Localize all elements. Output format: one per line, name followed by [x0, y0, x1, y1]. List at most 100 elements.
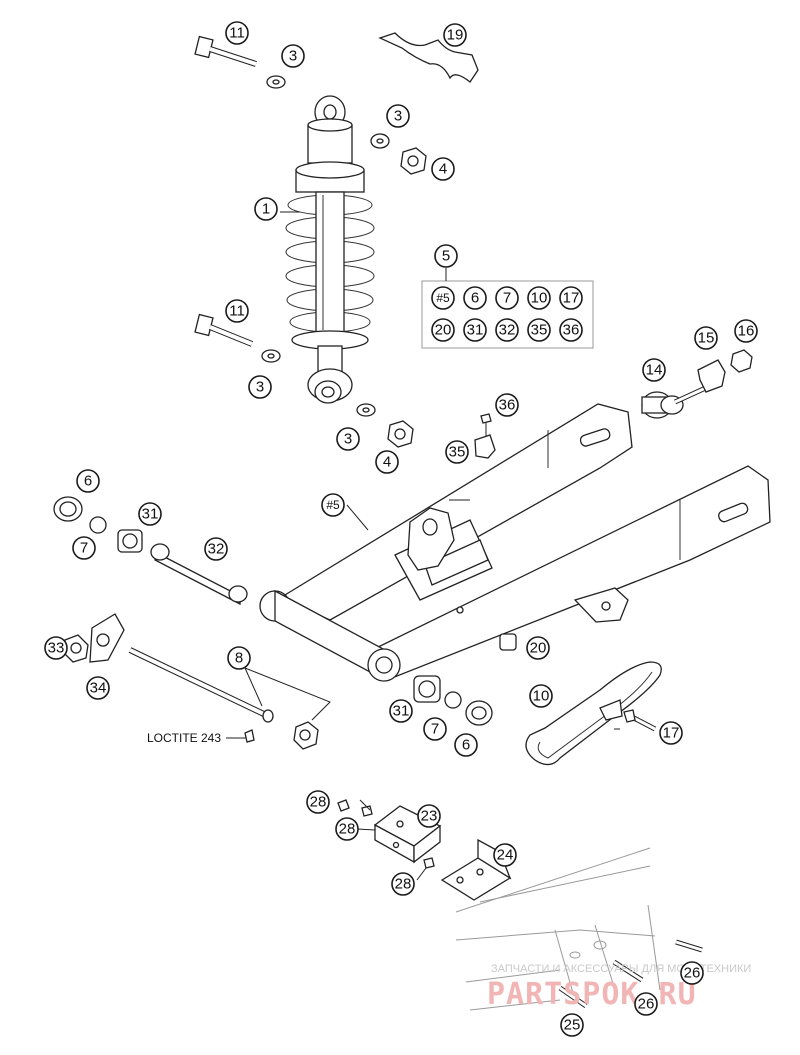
- callout-31: 31: [138, 502, 162, 526]
- ring-7: [444, 691, 462, 709]
- kit-callout-6: 6: [463, 286, 487, 310]
- callout-14: 14: [642, 358, 666, 382]
- nut-28: [337, 799, 350, 812]
- svg-text:17: 17: [663, 725, 680, 742]
- svg-text:14: 14: [646, 362, 663, 379]
- callout-24: 24: [493, 843, 517, 867]
- nut-16: [730, 349, 753, 373]
- svg-text:10: 10: [533, 688, 550, 705]
- svg-text:3: 3: [394, 108, 402, 125]
- svg-text:17: 17: [563, 290, 580, 307]
- kit-callout-20: 20: [431, 318, 455, 342]
- svg-text:36: 36: [563, 322, 580, 339]
- svg-text:36: 36: [499, 397, 516, 414]
- clip-15: [697, 359, 726, 393]
- callout-3: 3: [386, 104, 410, 128]
- bolt-11-upper: [194, 35, 257, 67]
- svg-text:11: 11: [229, 25, 245, 42]
- spacer-20: [499, 633, 517, 651]
- svg-text:34: 34: [90, 680, 107, 697]
- callout-15: 15: [694, 326, 718, 350]
- callout-10: 10: [529, 684, 553, 708]
- callout-1: 1: [254, 197, 278, 221]
- svg-text:32: 32: [208, 541, 225, 558]
- svg-text:6: 6: [471, 290, 479, 307]
- callout-23: 23: [417, 804, 441, 828]
- callout-5: 5: [434, 244, 458, 268]
- svg-text:1: 1: [262, 201, 270, 218]
- svg-text:26: 26: [684, 965, 701, 982]
- loctite-note: LOCTITE 243: [147, 731, 246, 745]
- callout-19: 19: [443, 23, 467, 47]
- nut-28: [423, 857, 435, 869]
- svg-text:23: 23: [421, 808, 438, 825]
- kit-callout-10: 10: [527, 286, 551, 310]
- callout-35: 35: [445, 440, 469, 464]
- guide-block-23: [373, 805, 442, 864]
- kit-callout-36: 36: [559, 318, 583, 342]
- axle-8: [128, 647, 331, 750]
- callout-3: 3: [336, 427, 360, 451]
- svg-text:3: 3: [344, 431, 352, 448]
- svg-text:15: 15: [698, 330, 715, 347]
- kit-callout-32: 32: [495, 318, 519, 342]
- bolt-11-lower: [194, 313, 254, 347]
- callout-hash5: #5: [321, 493, 345, 517]
- callout-7: 7: [72, 536, 96, 560]
- callout-28: 28: [335, 817, 359, 841]
- kit-callout-7: 7: [495, 286, 519, 310]
- svg-text:7: 7: [80, 540, 88, 557]
- svg-text:26: 26: [638, 996, 655, 1013]
- callout-31: 31: [389, 699, 413, 723]
- pad-14: [641, 383, 712, 419]
- chain-slider-10: [525, 661, 662, 766]
- callout-28: 28: [306, 790, 330, 814]
- callout-26: 26: [634, 992, 658, 1016]
- svg-text:7: 7: [503, 290, 511, 307]
- callout-8: 8: [227, 646, 251, 670]
- callout-11: 11: [225, 21, 249, 45]
- svg-text:31: 31: [142, 506, 159, 523]
- callout-16: 16: [734, 319, 758, 343]
- kit-callout-31: 31: [463, 318, 487, 342]
- svg-text:#5: #5: [436, 291, 450, 305]
- svg-text:25: 25: [564, 1017, 581, 1034]
- sleeve-32: [150, 543, 248, 606]
- svg-text:3: 3: [289, 48, 297, 65]
- svg-text:#5: #5: [326, 498, 340, 512]
- svg-text:28: 28: [395, 876, 412, 893]
- svg-text:31: 31: [467, 322, 484, 339]
- callout-7: 7: [423, 717, 447, 741]
- svg-text:24: 24: [497, 847, 514, 864]
- svg-text:28: 28: [310, 794, 327, 811]
- watermark-caption: ЗАПЧАСТИ И АКСЕССУАРЫ ДЛЯ МОТОТЕХНИКИ: [491, 963, 751, 975]
- watermark-logo: PARTSPOK.RU: [487, 977, 697, 1012]
- loctite-label: LOCTITE 243: [147, 731, 221, 745]
- ring-7: [89, 516, 107, 534]
- svg-text:5: 5: [442, 248, 450, 265]
- callout-11: 11: [225, 299, 249, 323]
- callout-32: 32: [204, 537, 228, 561]
- callout-25: 25: [560, 1013, 584, 1037]
- svg-text:7: 7: [431, 721, 439, 738]
- svg-text:3: 3: [256, 379, 264, 396]
- leader-lines: [280, 211, 620, 881]
- callout-6: 6: [76, 469, 100, 493]
- svg-text:19: 19: [447, 27, 464, 44]
- kit-callout-17: 17: [559, 286, 583, 310]
- callout-34: 34: [86, 676, 110, 700]
- callout-17: 17: [659, 721, 683, 745]
- callout-6: 6: [454, 733, 478, 757]
- shock-absorber: [285, 95, 375, 404]
- svg-text:4: 4: [439, 161, 447, 178]
- svg-text:8: 8: [235, 650, 243, 667]
- cable-guide-35: [474, 434, 496, 459]
- frame-outline: [455, 847, 661, 1011]
- callout-4: 4: [375, 450, 399, 474]
- svg-text:35: 35: [449, 444, 466, 461]
- callout-3: 3: [248, 375, 272, 399]
- svg-text:35: 35: [531, 322, 548, 339]
- svg-text:28: 28: [339, 821, 356, 838]
- kit-callout-5: #5: [431, 286, 455, 310]
